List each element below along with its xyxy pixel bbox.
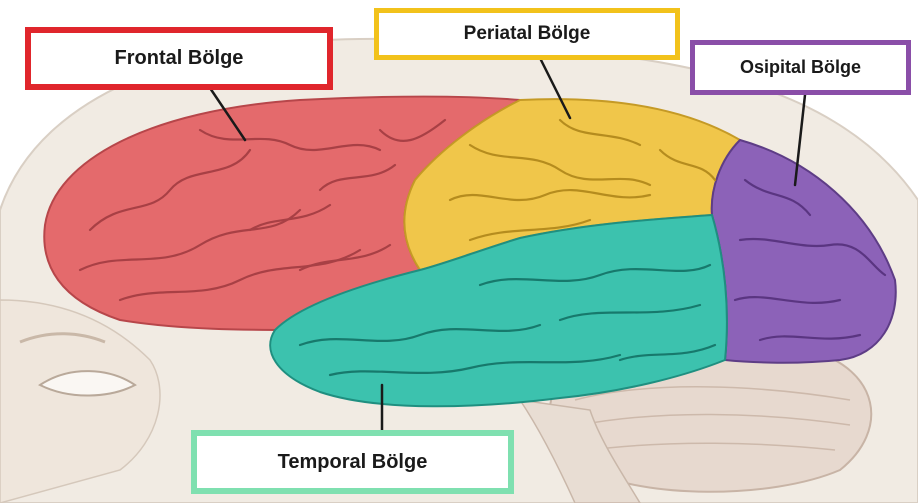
temporal-lobe-label-text: Temporal Bölge (278, 451, 428, 474)
occipital-lobe-label: Osipital Bölge (690, 40, 911, 95)
frontal-lobe-label-text: Frontal Bölge (115, 47, 244, 70)
temporal-lobe-label: Temporal Bölge (191, 430, 514, 494)
frontal-lobe-label: Frontal Bölge (25, 27, 333, 90)
parietal-lobe-label: Periatal Bölge (374, 8, 680, 60)
occipital-lobe-label-text: Osipital Bölge (740, 57, 861, 78)
parietal-lobe-label-text: Periatal Bölge (464, 23, 591, 45)
